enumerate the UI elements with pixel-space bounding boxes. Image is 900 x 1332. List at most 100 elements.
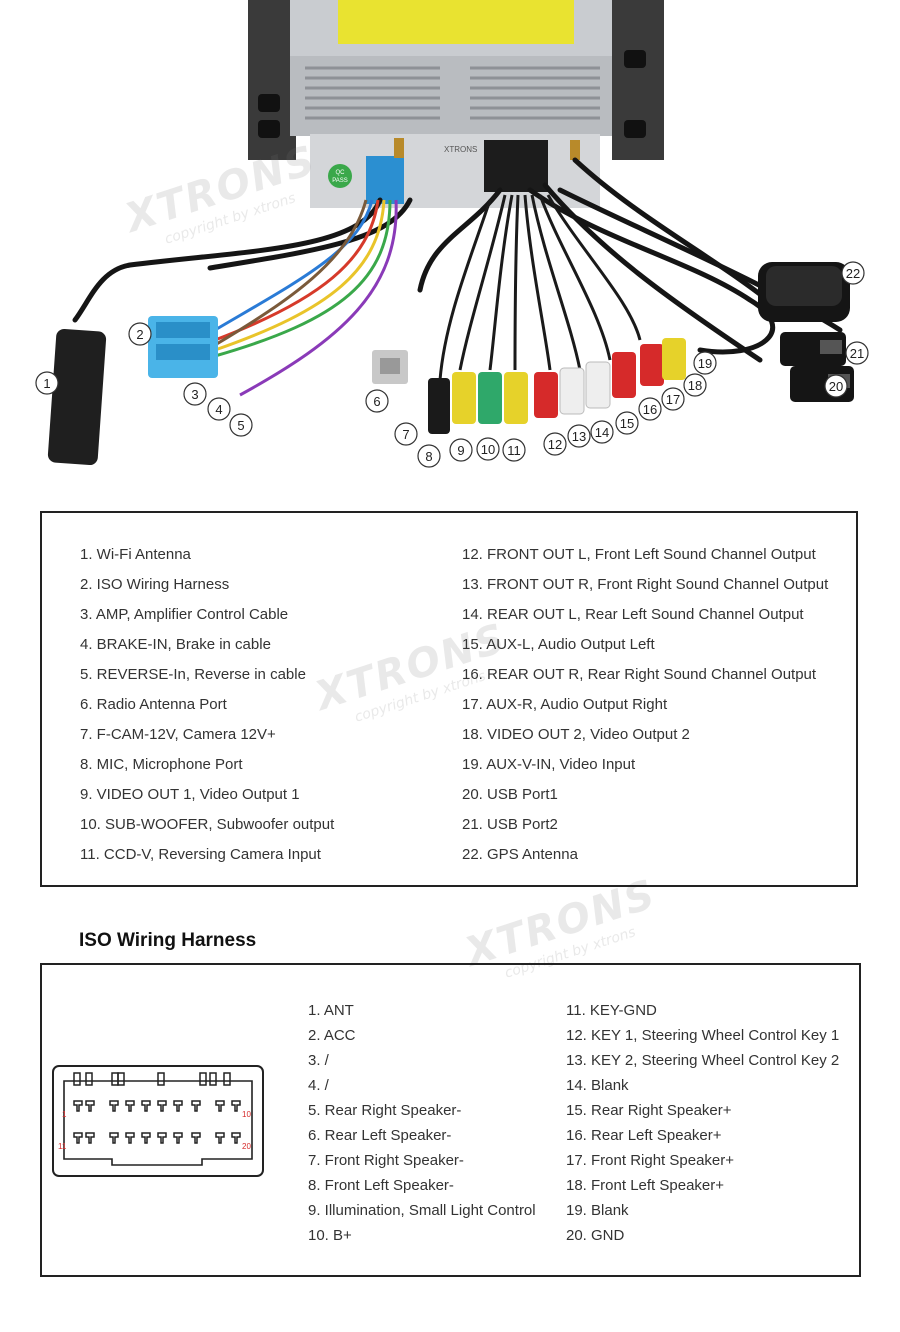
callout-10: 10 [476,437,500,461]
connector-pin [231,1132,241,1144]
callout-1: 1 [35,371,59,395]
legend-item: 19. AUX-V-IN, Video Input [462,756,636,773]
callout-6: 6 [365,389,389,413]
callout-number: 16 [643,402,657,417]
callout-22: 22 [841,261,865,285]
connector-pin [215,1100,225,1112]
callout-number: 6 [373,394,380,409]
callout-number: 10 [481,442,495,457]
iso-pin-item: 13. KEY 2, Steering Wheel Control Key 2 [566,1052,840,1069]
callout-number: 19 [698,356,712,371]
iso-pin-item: 19. Blank [566,1202,629,1219]
iso-pin-item: 4. / [308,1077,329,1094]
legend-item: 6. Radio Antenna Port [80,696,227,713]
callout-19: 19 [693,351,717,375]
pass-text: PASS [332,178,348,184]
callout-number: 12 [548,437,562,452]
callout-18: 18 [683,373,707,397]
connector-pin [125,1100,135,1112]
callout-number: 20 [829,379,843,394]
callout-number: 5 [237,418,244,433]
legend-item: 2. ISO Wiring Harness [80,576,230,593]
connector-key [209,1072,217,1086]
legend-item: 11. CCD-V, Reversing Camera Input [80,846,321,863]
legend-item: 20. USB Port1 [462,786,558,803]
legend-item: 7. F-CAM-12V, Camera 12V+ [80,726,276,743]
connector-pin [231,1100,241,1112]
callout-number: 7 [402,427,409,442]
iso-pin-item: 8. Front Left Speaker- [308,1177,454,1194]
connector-pin [85,1132,95,1144]
legend-item: 8. MIC, Microphone Port [80,756,243,773]
callout-4: 4 [207,397,231,421]
callout-8: 8 [417,444,441,468]
connector-pin [173,1132,183,1144]
connector-pin [141,1132,151,1144]
iso-pin-item: 18. Front Left Speaker+ [566,1177,725,1194]
callout-9: 9 [449,438,473,462]
iso-pins-column-2: 11. KEY-GND 12. KEY 1, Steering Wheel Co… [566,1001,839,1251]
head-unit-chassis [290,0,612,208]
callout-number: 21 [850,346,864,361]
callout-2: 2 [128,322,152,346]
connector-pin [173,1100,183,1112]
rca-port-connector [484,140,548,192]
callout-17: 17 [661,387,685,411]
connector-pin [141,1100,151,1112]
connector-pin [157,1132,167,1144]
legend-item: 22. GPS Antenna [462,846,578,863]
iso-pinout-box: 1. ANT 2. ACC 3. / 4. / 5. Rear Right Sp… [40,963,861,1277]
iso-pin-item: 5. Rear Right Speaker- [308,1102,462,1119]
legend-item: 17. AUX-R, Audio Output Right [462,696,668,713]
rca-plugs [428,338,686,434]
legend-item: 14. REAR OUT L, Rear Left Sound Channel … [462,606,804,623]
iso-pin-item: 12. KEY 1, Steering Wheel Control Key 1 [566,1027,840,1044]
product-photo: QC PASS XTRONS [35,0,869,468]
connector-pin [85,1100,95,1112]
legend-item: 10. SUB-WOOFER, Subwoofer output [80,816,335,833]
iso-section-title: ISO Wiring Harness [79,930,257,951]
callout-number: 1 [43,376,50,391]
legend-item: 21. USB Port2 [462,816,558,833]
legend-column-left: 1. Wi-Fi Antenna 2. ISO Wiring Harness 3… [80,545,334,875]
pin-label-10: 10 [242,1110,251,1119]
legend-item: 12. FRONT OUT L, Front Left Sound Channe… [462,546,816,563]
pin-label-11: 11 [58,1142,67,1151]
callout-5: 5 [229,413,253,437]
iso-pin-item: 6. Rear Left Speaker- [308,1127,452,1144]
callout-number: 22 [846,266,860,281]
iso-pin-item: 1. ANT [308,1002,354,1019]
legend-item: 4. BRAKE-IN, Brake in cable [80,636,271,653]
connector-key [117,1072,125,1086]
iso-pin-item: 7. Front Right Speaker- [308,1152,464,1169]
legend-item: 1. Wi-Fi Antenna [80,546,191,563]
qc-text: QC [336,170,346,176]
connector-key [157,1072,165,1086]
connector-key [199,1072,207,1086]
iso-pin-item: 2. ACC [308,1027,356,1044]
iso-harness-plug [148,316,218,378]
callout-number: 4 [215,402,222,417]
iso-connector-diagram: 1 10 11 20 [52,1065,264,1177]
callout-number: 17 [666,392,680,407]
connector-pin [125,1132,135,1144]
connector-pin [191,1132,201,1144]
legend-item: 9. VIDEO OUT 1, Video Output 1 [80,786,300,803]
callout-number: 11 [507,443,521,458]
warning-sticker [338,0,574,44]
pin-label-1: 1 [62,1110,67,1119]
legend-item: 5. REVERSE-In, Reverse in cable [80,666,306,683]
connector-key [85,1072,93,1086]
connector-pin [191,1100,201,1112]
iso-pin-item: 11. KEY-GND [566,1002,657,1019]
callout-15: 15 [615,411,639,435]
iso-pin-item: 17. Front Right Speaker+ [566,1152,735,1169]
callout-13: 13 [567,424,591,448]
callout-number: 14 [595,425,609,440]
callout-number: 18 [688,378,702,393]
gps-antenna [758,262,850,322]
radio-antenna-plug [372,350,408,384]
callout-3: 3 [183,382,207,406]
connector-pin [109,1132,119,1144]
